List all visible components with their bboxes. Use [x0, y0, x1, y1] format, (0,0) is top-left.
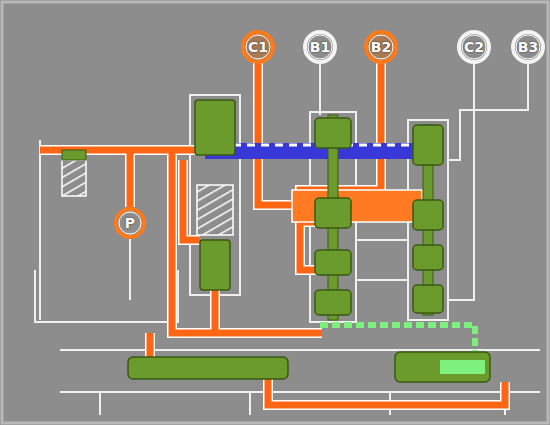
valve-spring: [197, 185, 233, 235]
pipe-outline: [40, 63, 505, 405]
valve-land: [413, 245, 443, 270]
port-ring: [243, 32, 273, 62]
relief-valve: [62, 150, 86, 160]
valve-land: [315, 198, 351, 228]
valve-land: [413, 200, 443, 230]
port-label: C2: [464, 40, 484, 54]
port-ring: [116, 209, 144, 237]
port-circle: B1: [303, 30, 337, 64]
valve-land: [315, 250, 351, 275]
port-label: B3: [518, 40, 538, 54]
port-circle: C1: [241, 30, 275, 64]
pressure-pipe: [40, 63, 505, 405]
relief-spring: [62, 160, 86, 196]
port-inner-ring: [308, 35, 332, 59]
valve-land: [413, 125, 443, 165]
valve-land: [200, 240, 230, 290]
port-inner-ring: [516, 35, 540, 59]
valve-land: [195, 100, 235, 155]
port-circle: B3: [511, 30, 545, 64]
port-ring: [513, 32, 543, 62]
port-ring: [366, 32, 396, 62]
port-label: B2: [371, 40, 391, 54]
pressure-chamber: [292, 190, 422, 222]
valve-land: [315, 118, 351, 148]
valve-land: [413, 285, 443, 313]
port-inner-ring: [369, 35, 393, 59]
port-inner-ring: [462, 35, 486, 59]
shift-valve-spool: [395, 352, 490, 382]
port-ring: [459, 32, 489, 62]
valve-land: [315, 290, 351, 315]
port-inner-ring: [119, 212, 141, 234]
port-inner-ring: [246, 35, 270, 59]
port-circle: P: [114, 207, 146, 239]
signal-chamber: [440, 360, 485, 374]
port-label: B1: [310, 40, 330, 54]
port-ring: [305, 32, 335, 62]
port-circle: C2: [457, 30, 491, 64]
port-circle: B2: [364, 30, 398, 64]
port-label: C1: [248, 40, 268, 54]
manual-valve-spool: [128, 357, 288, 379]
housing-lines: [35, 60, 540, 415]
port-label: P: [125, 216, 135, 230]
